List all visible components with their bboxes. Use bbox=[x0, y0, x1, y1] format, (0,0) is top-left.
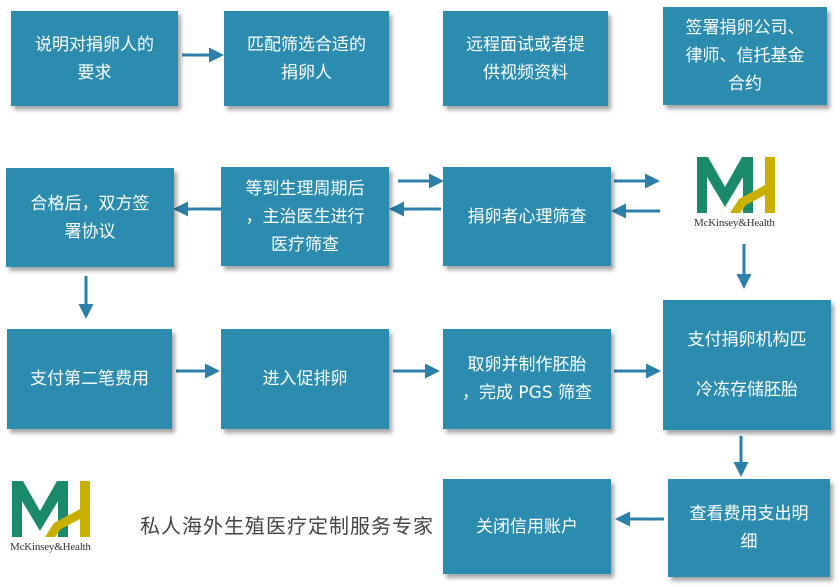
step-sign-contracts: 签署捐卵公司、律师、信托基金合约 bbox=[663, 7, 827, 105]
step-view-expense-details: 查看费用支出明细 bbox=[668, 479, 830, 577]
step-close-credit-account: 关闭信用账户 bbox=[443, 479, 611, 574]
mh-logo-icon-bottom bbox=[12, 481, 90, 537]
step-egg-retrieval-pgs: 取卵并制作胚胎，完成 PGS 筛查 bbox=[443, 329, 611, 429]
step-match-donor: 匹配筛选合适的捐卵人 bbox=[224, 11, 389, 106]
logo-brand-text: McKinsey&Health bbox=[694, 217, 775, 229]
step-medical-screening: 等到生理周期后，主治医生进行医疗筛查 bbox=[221, 167, 389, 266]
logo-bottom-brand-text: McKinsey&Health bbox=[10, 541, 91, 553]
step-ovulation-induction: 进入促排卵 bbox=[221, 329, 389, 429]
step-psych-screening: 捐卵者心理筛查 bbox=[443, 167, 611, 266]
logo-top: McKinsey&Health bbox=[672, 155, 812, 230]
logo-bottom: McKinsey&Health bbox=[10, 479, 130, 559]
tagline: 私人海外生殖医疗定制服务专家 bbox=[140, 514, 434, 538]
step-pay-second-fee: 支付第二笔费用 bbox=[7, 329, 172, 429]
step-sign-agreement: 合格后，双方签署协议 bbox=[6, 168, 174, 267]
step-describe-requirements: 说明对捐卵人的要求 bbox=[11, 11, 178, 106]
step-remote-interview: 远程面试或者提供视频资料 bbox=[443, 11, 608, 106]
step-pay-agency-freeze: 支付捐卵机构匹冷冻存储胚胎 bbox=[663, 300, 831, 430]
mh-logo-icon bbox=[697, 157, 775, 213]
